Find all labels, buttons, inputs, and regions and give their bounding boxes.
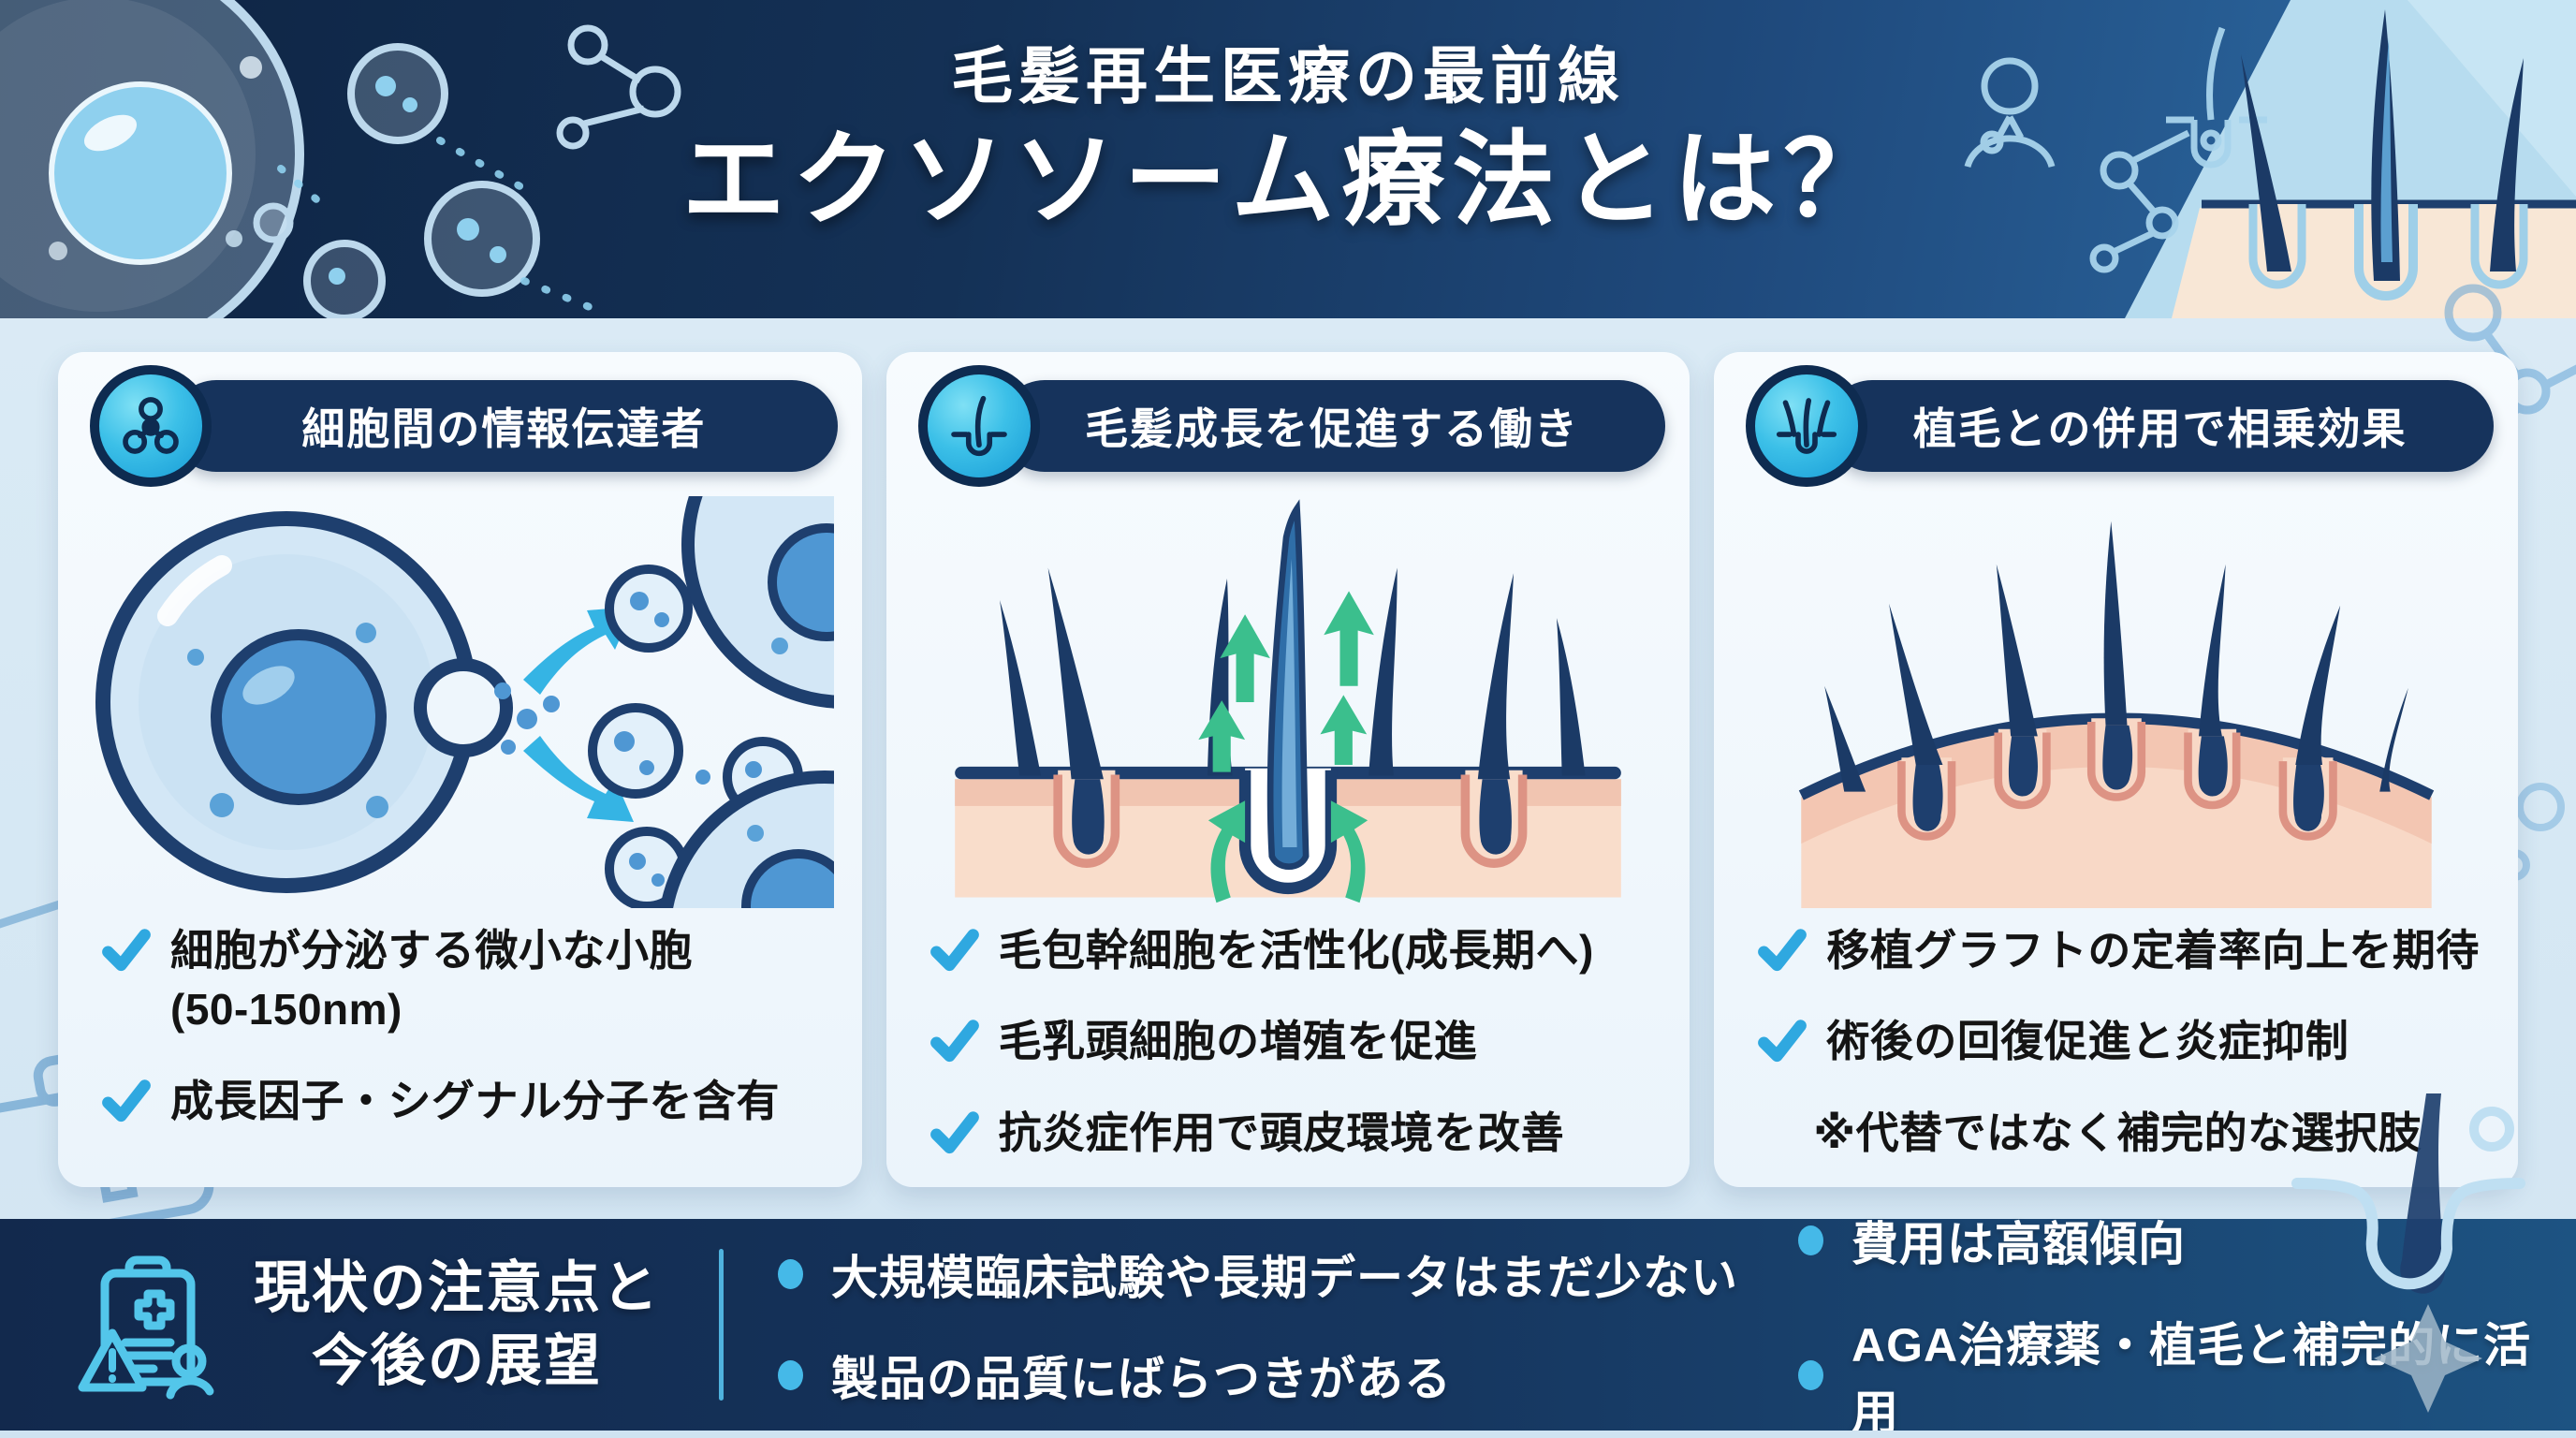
- bullet-text: 細胞が分泌する微小な小胞 (50-150nm): [170, 926, 693, 1034]
- transplant-scalp-illustration: [1798, 521, 2434, 908]
- bullet-dot-icon: [1798, 1225, 1823, 1255]
- footer-item-text: 大規模臨床試験や長期データはまだ少ない: [831, 1252, 1738, 1304]
- cards-row: 細胞間の情報伝達者: [0, 352, 2576, 1187]
- card2-header: 毛髪成長を促進する働き: [917, 365, 1666, 487]
- bullet-text: 毛包幹細胞を活性化(成長期へ): [998, 926, 1594, 975]
- card-exosome-messenger: 細胞間の情報伝達者: [58, 352, 862, 1187]
- header-follicle-decoration: [1964, 0, 2576, 318]
- bullet-dot-icon: [778, 1360, 803, 1390]
- card2-title: 毛髪成長を促進する働き: [1085, 404, 1579, 453]
- card1-header: 細胞間の情報伝達者: [90, 365, 838, 487]
- molecule-icon: [2089, 129, 2190, 273]
- transplant-follicles: [1888, 521, 2340, 841]
- bullet-text: 移植グラフトの定着率向上を期待: [1826, 926, 2480, 975]
- list-item: 製品の品質にばらつきがある: [778, 1342, 1770, 1409]
- header-follicles: [2241, 9, 2528, 301]
- list-item: 術後の回復促進と炎症抑制: [1755, 1012, 2481, 1071]
- list-item: 毛乳頭細胞の増殖を促進: [928, 1012, 1653, 1071]
- bottom-edge-strip: [0, 1431, 2576, 1438]
- check-icon: [929, 929, 979, 972]
- card3-bullets: 移植グラフトの定着率向上を期待 術後の回復促進と炎症抑制 ※代替ではなく補完的な…: [1714, 908, 2518, 1163]
- molecule-network-icon: [90, 365, 212, 487]
- footer-banner: 現状の注意点と 今後の展望 大規模臨床試験や長期データはまだ少ない 製品の品質に…: [0, 1218, 2576, 1438]
- footer-heading-line1: 現状の注意点と: [254, 1256, 660, 1319]
- list-item: 成長因子・シグナル分子を含有: [99, 1072, 825, 1131]
- list-item: 移植グラフトの定着率向上を期待: [1755, 921, 2481, 980]
- follicle-outline-decoration: [2291, 1093, 2525, 1413]
- card1-bullets: 細胞が分泌する微小な小胞 (50-150nm) 成長因子・シグナル分子を含有: [58, 908, 862, 1131]
- card-transplant-synergy: 植毛との併用で相乗効果: [1714, 352, 2519, 1187]
- list-item: 細胞が分泌する微小な小胞 (50-150nm): [99, 921, 825, 1040]
- title-block: 毛髪再生医療の最前線 エクソソーム療法とは？: [0, 26, 2576, 245]
- page-title: エクソソーム療法とは？: [681, 123, 1895, 238]
- list-item-note: ※代替ではなく補完的な選択肢: [1755, 1104, 2481, 1163]
- footer-divider: [719, 1249, 724, 1401]
- note-text: ※代替ではなく補完的な選択肢: [1813, 1108, 2422, 1157]
- card2-bullets: 毛包幹細胞を活性化(成長期へ) 毛乳頭細胞の増殖を促進 抗炎症作用で頭皮環境を改…: [886, 908, 1690, 1163]
- follicle-line-icon: [2166, 26, 2267, 169]
- secretion-arrows: [523, 607, 635, 822]
- hair-follicle-icon: [917, 365, 1040, 487]
- check-icon: [929, 1111, 979, 1154]
- center-follicle: [1238, 499, 1338, 895]
- right-follicle: [1460, 573, 1528, 868]
- check-icon: [102, 1079, 151, 1123]
- list-item: 費用は高額傾向: [1798, 1207, 2576, 1274]
- exosome-secretion-illustration: [95, 496, 835, 908]
- bullet-text: 抗炎症作用で頭皮環境を改善: [998, 1108, 1565, 1157]
- card1-title: 細胞間の情報伝達者: [301, 404, 707, 453]
- check-icon: [929, 1020, 979, 1063]
- list-item: 抗炎症作用で頭皮環境を改善: [928, 1104, 1653, 1163]
- footer-heading-line2: 今後の展望: [312, 1329, 602, 1392]
- footer-item-text: 製品の品質にばらつきがある: [831, 1353, 1452, 1405]
- growth-arrows: [1198, 591, 1374, 903]
- check-icon: [1758, 1020, 1808, 1063]
- bullet-text: 成長因子・シグナル分子を含有: [170, 1076, 780, 1125]
- header-subtitle: 毛髪再生医療の最前線: [951, 41, 1625, 110]
- footer-item-text: 費用は高額傾向: [1852, 1218, 2186, 1270]
- list-item: 大規模臨床試験や長期データはまだ少ない: [778, 1240, 1770, 1308]
- card-hair-growth: 毛髪成長を促進する働き: [886, 352, 1690, 1187]
- check-icon: [102, 929, 151, 972]
- bullet-dot-icon: [778, 1259, 803, 1289]
- left-follicle: [1047, 567, 1120, 868]
- bullet-text: 術後の回復促進と炎症抑制: [1826, 1017, 2349, 1066]
- list-item: 毛包幹細胞を活性化(成長期へ): [928, 921, 1653, 980]
- hair-growth-icon: [1746, 365, 1868, 487]
- bullet-text: 毛乳頭細胞の増殖を促進: [998, 1017, 1478, 1066]
- footer-heading: 現状の注意点と 今後の展望: [232, 1252, 681, 1398]
- header-cells-decoration: [0, 0, 681, 318]
- receiving-cells: [660, 496, 835, 908]
- bullet-dot-icon: [1798, 1360, 1823, 1390]
- clipboard-warning-icon: [78, 1255, 214, 1400]
- check-icon: [1758, 929, 1808, 972]
- card3-title: 植毛との併用で相乗効果: [1912, 404, 2408, 453]
- card3-header: 植毛との併用で相乗効果: [1746, 365, 2495, 487]
- header-banner: 毛髪再生医療の最前線 エクソソーム療法とは？: [0, 0, 2576, 318]
- hair-growth-illustration: [955, 499, 1621, 903]
- doctor-icon: [1964, 57, 2056, 169]
- footer-column-1: 大規模臨床試験や長期データはまだ少ない 製品の品質にばらつきがある: [778, 1240, 1770, 1409]
